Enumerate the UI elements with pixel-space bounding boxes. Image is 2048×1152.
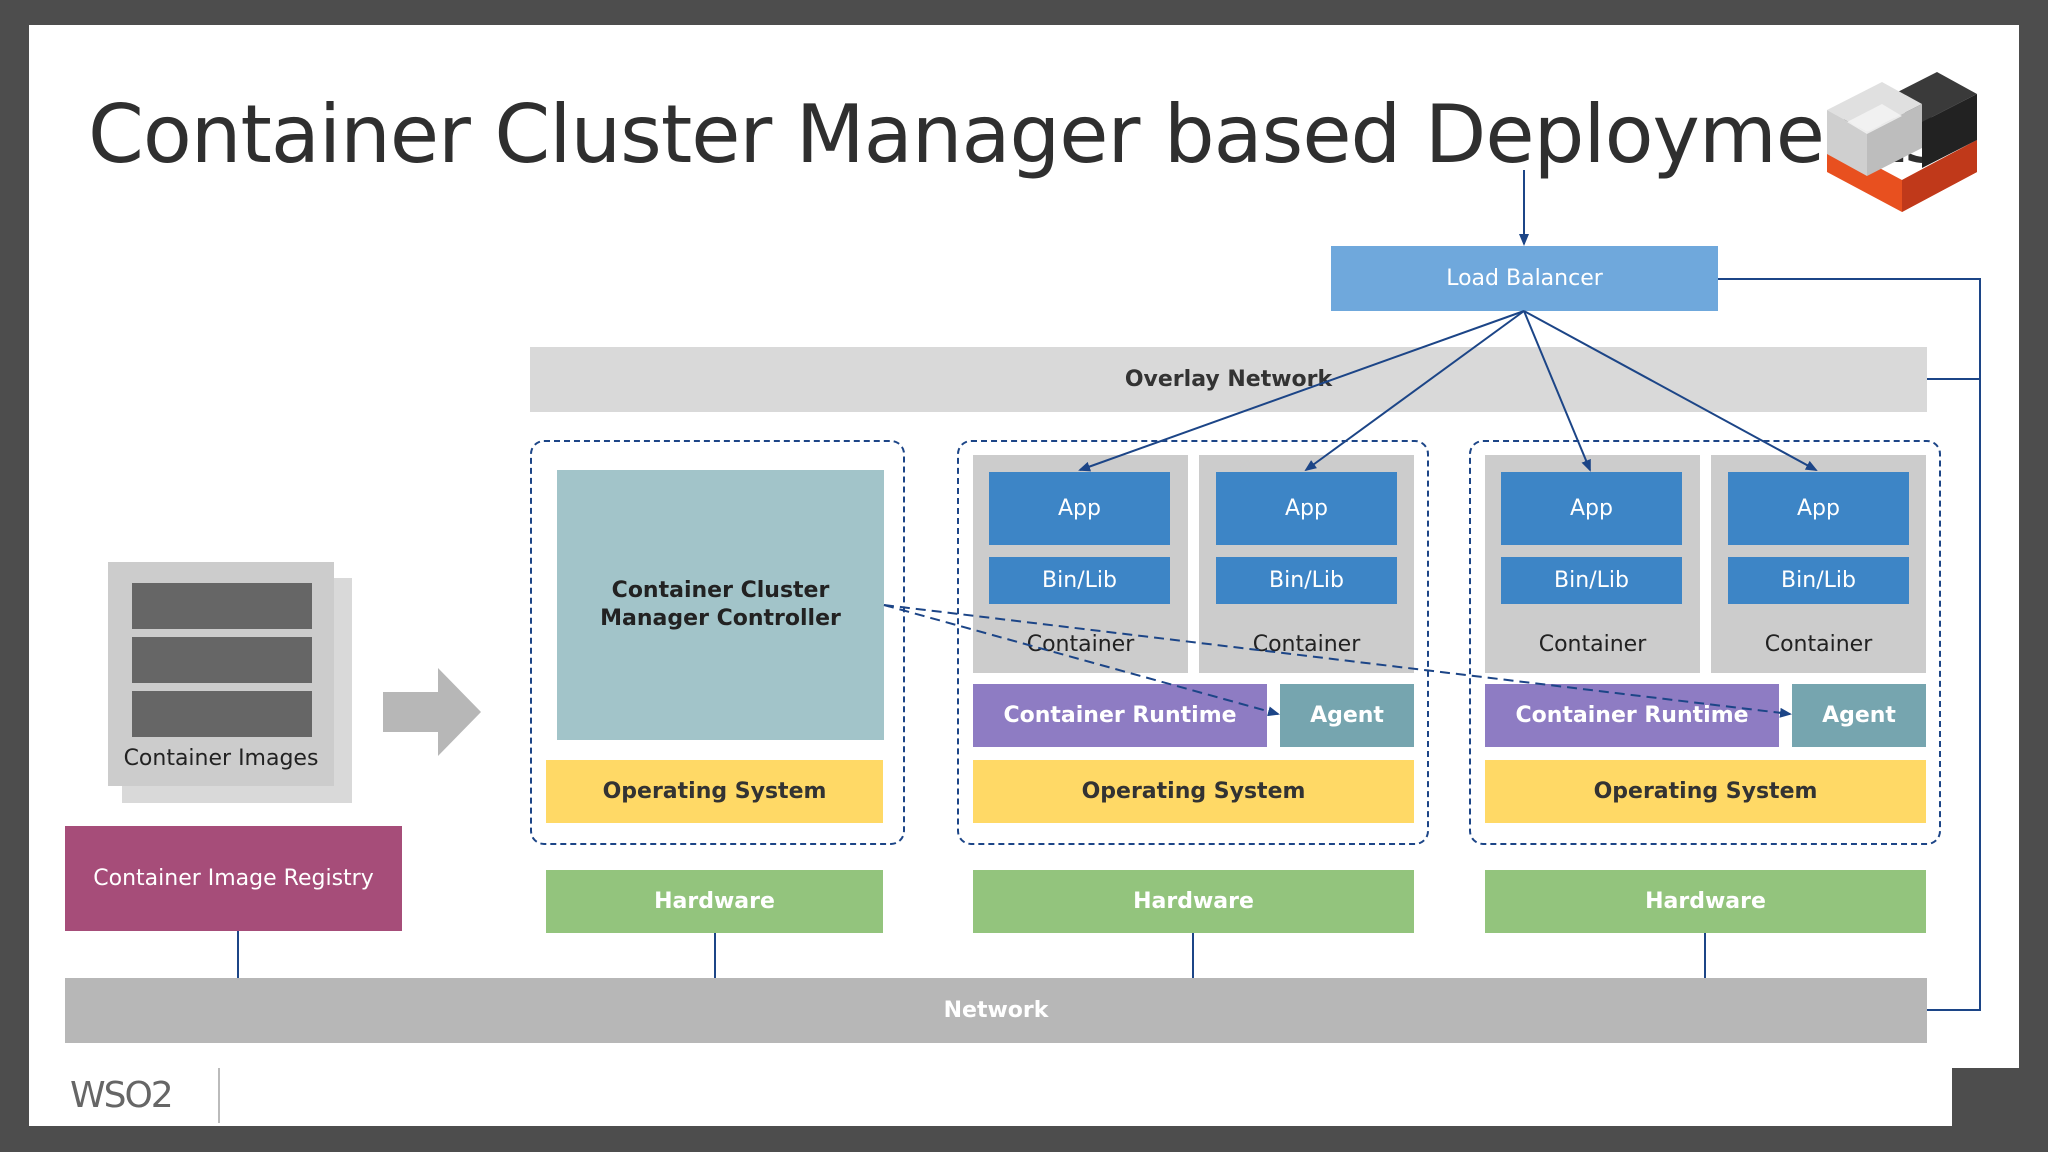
agent-label: Agent [1822, 703, 1896, 728]
worker-operating-system: Operating System [973, 760, 1414, 823]
network-label: Network [943, 998, 1049, 1023]
worker-operating-system: Operating System [1485, 760, 1926, 823]
agent-box: Agent [1792, 684, 1926, 747]
hardware-label: Hardware [654, 889, 775, 914]
overlay-network-label: Overlay Network [1124, 367, 1333, 392]
container-image-registry: Container Image Registry [65, 826, 402, 931]
lb-to-app-line [1523, 310, 1591, 472]
container-runtime-box: Container Runtime [1485, 684, 1779, 747]
wso2-logo: WSO2 [70, 1075, 174, 1116]
app-label: App [1058, 496, 1101, 521]
registry-label: Container Image Registry [93, 866, 374, 891]
binlib-box: Bin/Lib [1501, 557, 1682, 604]
lb-to-app-line [1078, 310, 1525, 472]
os-label: Operating System [1593, 779, 1818, 804]
container-label: Container [1026, 632, 1135, 657]
container-label: Container [1764, 632, 1873, 657]
image-layer [132, 583, 312, 629]
agent-box: Agent [1280, 684, 1414, 747]
app-box: App [989, 472, 1170, 545]
footer-divider [218, 1068, 220, 1123]
controller-to-agent-line [883, 604, 1280, 717]
container-cube-icon [1827, 72, 1977, 212]
binlib-label: Bin/Lib [1781, 568, 1856, 593]
cluster-manager-controller: Container Cluster Manager Controller [557, 470, 884, 740]
agent-label: Agent [1310, 703, 1384, 728]
os-label: Operating System [1081, 779, 1306, 804]
container-label: Container [1252, 632, 1361, 657]
binlib-label: Bin/Lib [1269, 568, 1344, 593]
app-label: App [1570, 496, 1613, 521]
controller-hardware: Hardware [546, 870, 883, 933]
app-box: App [1501, 472, 1682, 545]
binlib-label: Bin/Lib [1042, 568, 1117, 593]
container-runtime-box: Container Runtime [973, 684, 1267, 747]
load-balancer-box: Load Balancer [1331, 246, 1718, 311]
controller-node-frame [530, 440, 905, 845]
right-arrow-icon [383, 668, 481, 756]
lb-to-app-line [1304, 310, 1525, 472]
lb-to-network-line [1718, 278, 1981, 1011]
controller-to-agent-line [883, 604, 1792, 718]
app-label: App [1797, 496, 1840, 521]
hardware-label: Hardware [1133, 889, 1254, 914]
controller-label-line2: Manager Controller [600, 606, 841, 631]
app-box: App [1728, 472, 1909, 545]
hardware-label: Hardware [1645, 889, 1766, 914]
lb-to-app-line [1523, 310, 1818, 471]
worker-node-2-frame [1469, 440, 1941, 845]
runtime-label: Container Runtime [1515, 703, 1749, 728]
controller-label-line1: Container Cluster [611, 578, 830, 603]
runtime-label: Container Runtime [1003, 703, 1237, 728]
overlay-network-bar: Overlay Network [530, 347, 1927, 412]
image-layer [132, 691, 312, 737]
os-label: Operating System [602, 779, 827, 804]
binlib-box: Bin/Lib [989, 557, 1170, 604]
slide-title: Container Cluster Manager based Deployme… [88, 88, 1946, 181]
worker-node-1-frame [957, 440, 1429, 845]
app-box: App [1216, 472, 1397, 545]
app-label: App [1285, 496, 1328, 521]
image-layer [132, 637, 312, 683]
network-bar: Network [65, 978, 1927, 1043]
binlib-box: Bin/Lib [1728, 557, 1909, 604]
controller-operating-system: Operating System [546, 760, 883, 823]
worker-hardware: Hardware [1485, 870, 1926, 933]
load-balancer-label: Load Balancer [1446, 266, 1603, 291]
container-images-label: Container Images [123, 745, 319, 771]
slide-background-footer [29, 1068, 1952, 1126]
worker-hardware: Hardware [973, 870, 1414, 933]
binlib-label: Bin/Lib [1554, 568, 1629, 593]
binlib-box: Bin/Lib [1216, 557, 1397, 604]
container-label: Container [1538, 632, 1647, 657]
